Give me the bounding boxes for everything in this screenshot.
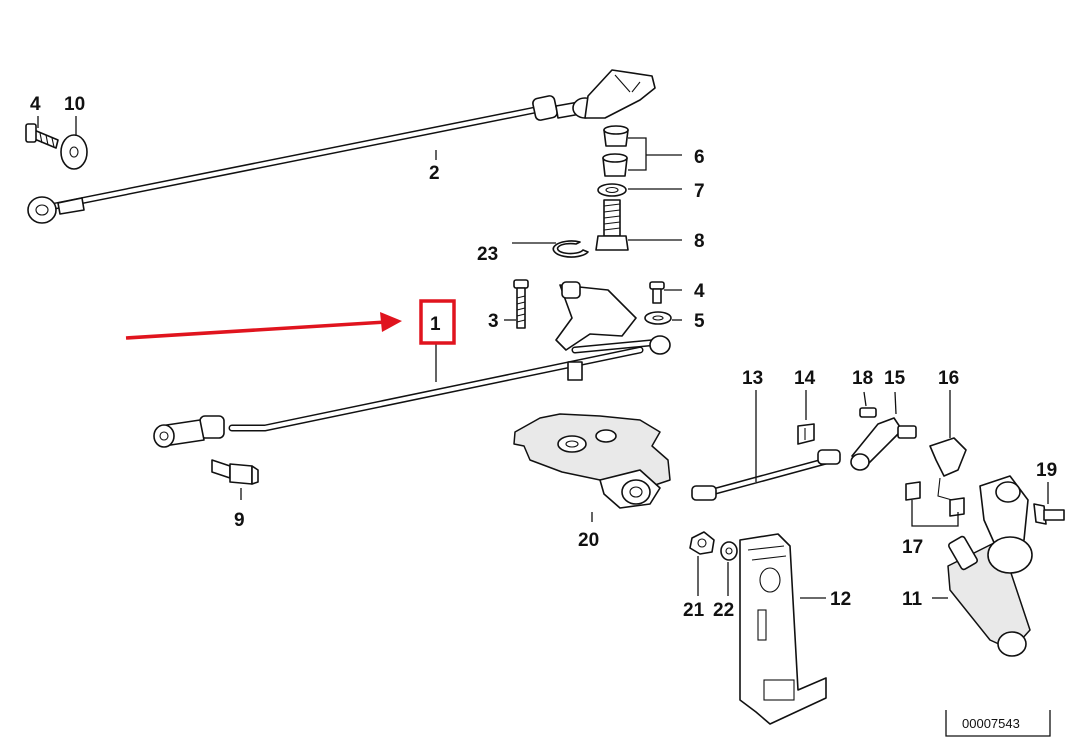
part-9-bolt[interactable] <box>211 459 259 485</box>
highlight-arrow <box>125 312 402 340</box>
part-7-washer[interactable] <box>597 183 627 197</box>
part-16-bracket[interactable] <box>929 437 967 501</box>
part-14-clip[interactable] <box>797 423 815 445</box>
label-21: 21 <box>683 600 705 621</box>
reference-number-box: 00007543 <box>945 710 1051 737</box>
label-2: 2 <box>429 163 440 184</box>
label-10: 10 <box>64 94 85 115</box>
part-18-screw[interactable] <box>859 407 877 418</box>
label-6: 6 <box>694 147 705 168</box>
part-21-nut[interactable] <box>689 531 715 555</box>
part-17-clips[interactable] <box>905 481 965 517</box>
part-11-motor[interactable] <box>947 475 1033 657</box>
label-22: 22 <box>713 600 734 621</box>
part-4-screw-top[interactable] <box>25 123 59 149</box>
label-20: 20 <box>578 530 599 551</box>
part-13-link-rod[interactable] <box>691 449 841 501</box>
part-4-screw-right[interactable] <box>649 281 665 304</box>
label-4-right: 4 <box>694 281 705 302</box>
part-12-bracket[interactable] <box>739 533 827 725</box>
leader-lines <box>37 116 1049 599</box>
part-19-bolt[interactable] <box>1033 503 1065 525</box>
label-15: 15 <box>884 368 906 389</box>
label-8: 8 <box>694 231 705 252</box>
part-20-gearbox[interactable] <box>513 413 671 509</box>
part-15-lever[interactable] <box>850 417 917 471</box>
label-11: 11 <box>902 589 923 610</box>
part-5-washer[interactable] <box>644 311 672 325</box>
label-23: 23 <box>477 244 498 265</box>
label-14: 14 <box>794 368 816 389</box>
part-23-circlip[interactable] <box>552 240 589 258</box>
part-6-bushings[interactable] <box>602 125 629 177</box>
label-9: 9 <box>234 510 245 531</box>
part-8-bolt[interactable] <box>595 199 629 251</box>
part-1-lower-rod[interactable] <box>153 281 671 448</box>
label-5: 5 <box>694 311 705 332</box>
part-22-washer[interactable] <box>720 541 738 561</box>
label-3: 3 <box>488 311 499 332</box>
label-13: 13 <box>742 368 763 389</box>
part-10-washer[interactable] <box>60 134 88 170</box>
highlight-box <box>419 299 456 345</box>
label-17: 17 <box>902 537 923 558</box>
label-16: 16 <box>938 368 959 389</box>
label-1: 1 <box>430 314 441 335</box>
part-3-screw[interactable] <box>513 279 529 329</box>
label-4-top: 4 <box>30 94 41 115</box>
reference-number: 00007543 <box>962 716 1020 731</box>
label-12: 12 <box>830 589 851 610</box>
callout-labels: 4 10 2 6 7 8 23 4 3 5 1 9 20 13 14 18 15… <box>30 94 1057 621</box>
label-18: 18 <box>852 368 873 389</box>
label-19: 19 <box>1036 460 1057 481</box>
part-2-upper-rod[interactable] <box>27 69 656 224</box>
label-7: 7 <box>694 181 705 202</box>
